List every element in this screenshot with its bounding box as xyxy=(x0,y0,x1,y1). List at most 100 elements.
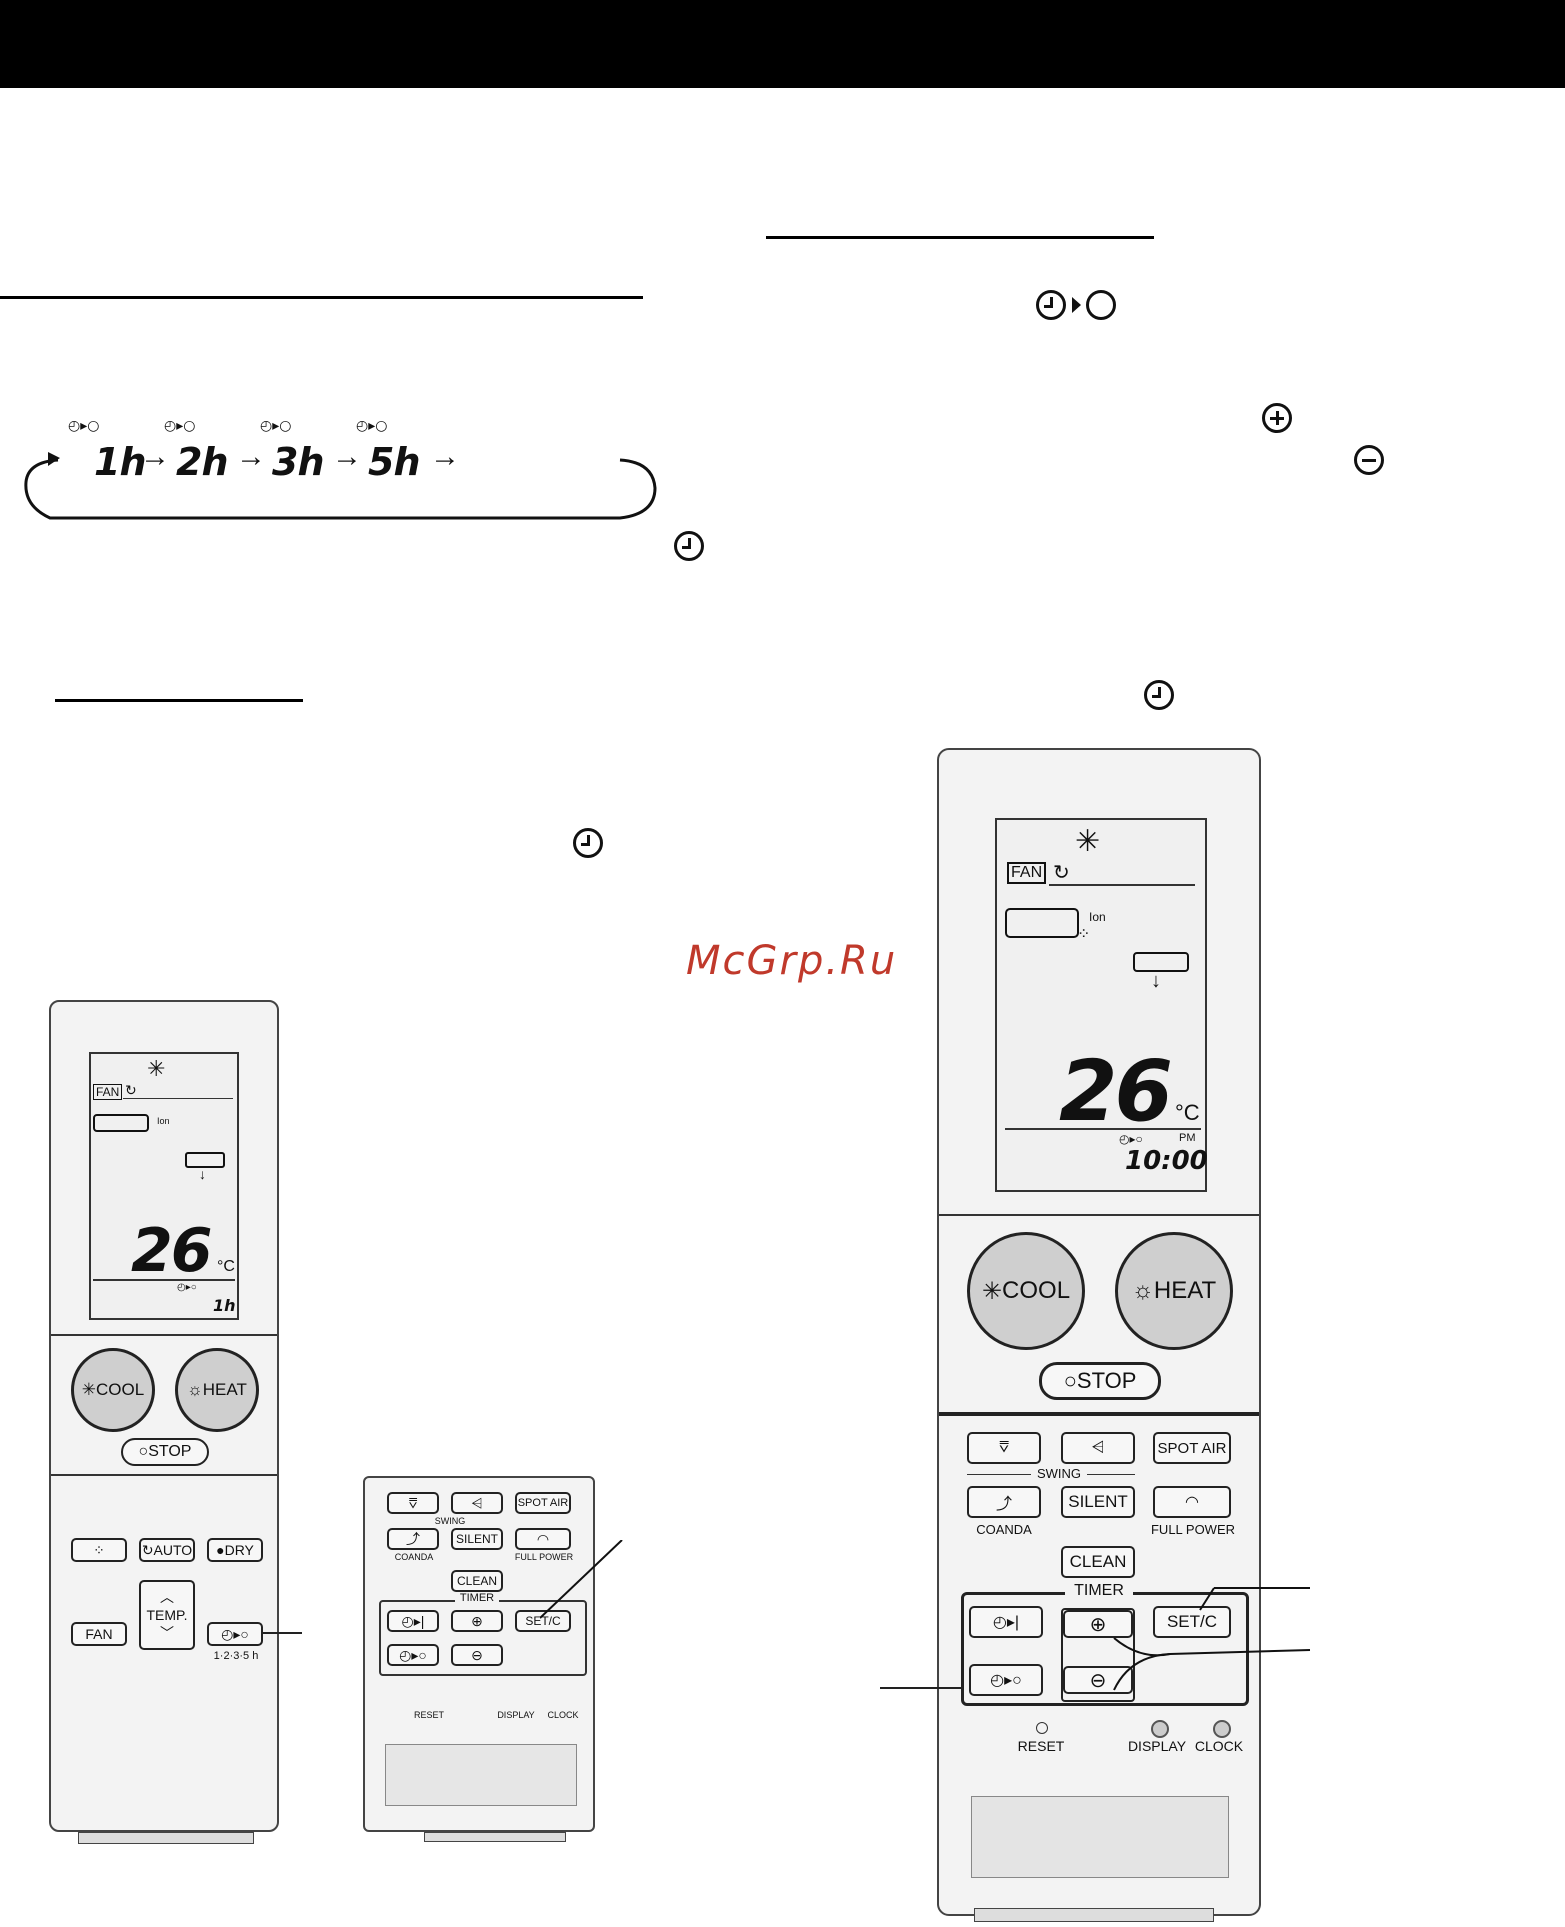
temp-rocker[interactable]: ︿ TEMP. ﹀ xyxy=(139,1580,195,1650)
swirl-icon: ↻ xyxy=(125,1082,137,1098)
plus-icon: ⊕ xyxy=(471,1612,483,1629)
display-label: DISPLAY xyxy=(497,1710,535,1720)
coanda-button[interactable]: ⤴ xyxy=(387,1528,439,1550)
plus-icon: ⊕ xyxy=(1089,1613,1107,1636)
coanda-label: COANDA xyxy=(394,1552,434,1562)
off-timer-button[interactable]: ◴▸○ xyxy=(969,1664,1043,1696)
full-power-button[interactable]: ◠ xyxy=(515,1528,571,1550)
stop-circle-icon: ○ xyxy=(138,1443,149,1460)
off-timer-button[interactable]: ◴▸○ xyxy=(387,1644,439,1666)
auto-icon: ↻ xyxy=(141,1541,154,1558)
droplet-icon: ● xyxy=(216,1542,225,1558)
timer-minus-button[interactable]: ⊖ xyxy=(1063,1666,1133,1694)
minus-icon xyxy=(1354,445,1384,475)
plus-icon xyxy=(1262,403,1292,433)
timer-sequence: ◴▸○ ◴▸○ ◴▸○ ◴▸○ 1h → 2h → 3h → 5h → xyxy=(10,410,660,525)
minus-icon: ⊖ xyxy=(471,1646,483,1663)
fan-button[interactable]: FAN xyxy=(71,1622,127,1646)
swing-horizontal-icon: ⩤ xyxy=(1091,1439,1105,1456)
coanda-button[interactable]: ⤴ xyxy=(967,1486,1041,1518)
silent-button[interactable]: SILENT xyxy=(451,1528,503,1550)
silent-button[interactable]: SILENT xyxy=(1061,1486,1135,1518)
ion-label: Ion xyxy=(157,1116,170,1126)
sun-icon: ☼ xyxy=(187,1380,203,1399)
time-3h: 3h xyxy=(272,440,324,484)
lcd-divider xyxy=(1049,884,1195,886)
timer-plus-button[interactable]: ⊕ xyxy=(451,1610,503,1632)
heat-button[interactable]: ☼HEAT xyxy=(1115,1232,1233,1350)
heat-label: HEAT xyxy=(202,1380,247,1399)
timer-plus-button[interactable]: ⊕ xyxy=(1063,1610,1133,1638)
auto-button[interactable]: ↻AUTO xyxy=(139,1538,195,1562)
clock-icon xyxy=(1036,290,1066,320)
on-timer-button[interactable]: ◴▸| xyxy=(969,1606,1043,1638)
clock-icon xyxy=(674,531,704,561)
sun-icon: ☼ xyxy=(1131,1277,1154,1304)
reset-pinhole-icon[interactable] xyxy=(1036,1722,1048,1734)
clean-button[interactable]: CLEAN xyxy=(451,1570,503,1592)
remote-divider xyxy=(51,1334,277,1336)
off-timer-icon: ◴▸○ xyxy=(68,418,100,434)
lcd-temperature: 26 xyxy=(131,1216,212,1286)
stop-label: STOP xyxy=(148,1443,192,1460)
swing-vertical-button[interactable]: ⩢ xyxy=(387,1492,439,1514)
swing-horizontal-button[interactable]: ⩤ xyxy=(1061,1432,1135,1464)
timer-hours-label: 1·2·3·5 h xyxy=(213,1650,259,1662)
off-timer-button[interactable]: ◴▸○ xyxy=(207,1622,263,1646)
display-button[interactable] xyxy=(1151,1720,1169,1738)
ion-button[interactable]: ⁘ xyxy=(71,1538,127,1562)
clock-icon xyxy=(1144,680,1174,710)
display-label: DISPLAY xyxy=(1127,1738,1187,1754)
lcd-temperature: 26 xyxy=(1059,1042,1173,1140)
heat-button[interactable]: ☼HEAT xyxy=(175,1348,259,1432)
remote-bottom-tab xyxy=(424,1832,566,1842)
off-timer-icon: ◴▸○ xyxy=(164,418,196,434)
cool-button[interactable]: ✳COOL xyxy=(71,1348,155,1432)
sequence-arrow: → xyxy=(236,440,266,473)
lcd-timer-value: 1h xyxy=(213,1296,236,1315)
on-timer-icon: ◴▸| xyxy=(401,1612,425,1629)
remote-divider xyxy=(939,1412,1259,1416)
off-timer-symbol xyxy=(1036,290,1126,326)
leader-line xyxy=(880,1687,962,1689)
coanda-label: COANDA xyxy=(976,1522,1032,1537)
stop-button[interactable]: ○STOP xyxy=(121,1438,209,1466)
ion-icon: ⁘ xyxy=(93,1541,105,1558)
swing-vertical-button[interactable]: ⩢ xyxy=(967,1432,1041,1464)
snowflake-icon: ✳ xyxy=(81,1380,97,1399)
swing-label: SWING xyxy=(1036,1466,1082,1481)
minus-icon: ⊖ xyxy=(1089,1669,1107,1692)
chevron-down-icon: ﹀ xyxy=(160,1625,174,1641)
leader-line xyxy=(262,1632,302,1634)
spot-air-button[interactable]: SPOT AIR xyxy=(1153,1432,1231,1464)
spot-air-button[interactable]: SPOT AIR xyxy=(515,1492,571,1514)
swirl-icon: ↻ xyxy=(1053,862,1070,884)
sequence-arrow: → xyxy=(332,440,362,473)
on-timer-button[interactable]: ◴▸| xyxy=(387,1610,439,1632)
clock-label: CLOCK xyxy=(547,1710,579,1720)
full-power-icon: ◠ xyxy=(1185,1494,1199,1511)
swing-vertical-icon: ⩢ xyxy=(408,1494,418,1511)
full-power-icon: ◠ xyxy=(536,1530,550,1547)
battery-cover xyxy=(971,1796,1229,1878)
cool-button[interactable]: ✳COOL xyxy=(967,1232,1085,1350)
swing-horizontal-button[interactable]: ⩤ xyxy=(451,1492,503,1514)
setc-button[interactable]: SET/C xyxy=(1153,1606,1231,1638)
clock-button[interactable] xyxy=(1213,1720,1231,1738)
remote-bottom-tab xyxy=(974,1908,1214,1922)
off-timer-icon: ◴▸○ xyxy=(221,1625,249,1642)
lcd-divider xyxy=(93,1279,235,1281)
time-5h: 5h xyxy=(368,440,420,484)
stop-button[interactable]: ○STOP xyxy=(1039,1362,1161,1400)
clean-button[interactable]: CLEAN xyxy=(1061,1546,1135,1578)
dry-button[interactable]: ●DRY xyxy=(207,1538,263,1562)
full-power-button[interactable]: ◠ xyxy=(1153,1486,1231,1518)
off-timer-icon: ◴▸○ xyxy=(1119,1132,1143,1146)
section-rule-left xyxy=(0,296,643,299)
remote-divider xyxy=(51,1474,277,1476)
off-timer-icon: ◴▸○ xyxy=(177,1282,197,1293)
swing-rule xyxy=(1087,1474,1135,1475)
time-2h: 2h xyxy=(176,440,228,484)
timer-minus-button[interactable]: ⊖ xyxy=(451,1644,503,1666)
setc-button[interactable]: SET/C xyxy=(515,1610,571,1632)
